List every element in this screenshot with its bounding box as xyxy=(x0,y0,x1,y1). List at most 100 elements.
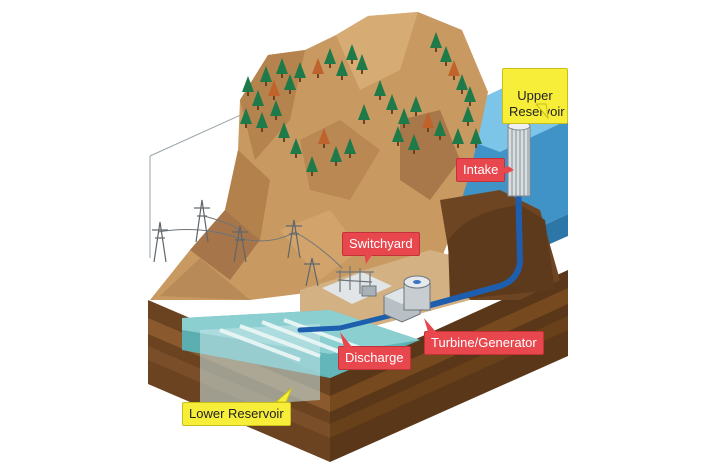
tree-trunk xyxy=(295,154,297,158)
tree xyxy=(448,60,460,76)
tree-trunk xyxy=(391,110,393,114)
tree xyxy=(330,146,342,162)
tree-trunk xyxy=(351,60,353,64)
tree xyxy=(346,44,358,60)
tree xyxy=(408,134,420,150)
tree-trunk xyxy=(265,82,267,86)
tree-trunk xyxy=(335,162,337,166)
tree xyxy=(434,120,446,136)
tree xyxy=(456,74,468,90)
upper-reservoir-label: Upper Reservoir xyxy=(502,68,568,124)
tree xyxy=(290,138,302,154)
tree-trunk xyxy=(245,124,247,128)
tree-trunk xyxy=(289,90,291,94)
upper-reservoir-text: Upper Reservoir xyxy=(509,88,565,119)
tree xyxy=(284,74,296,90)
tree-trunk xyxy=(273,96,275,100)
tree xyxy=(336,60,348,76)
tree-trunk xyxy=(257,106,259,110)
tree xyxy=(306,156,318,172)
transmission-tower-5 xyxy=(304,257,320,287)
tree-trunk xyxy=(435,48,437,52)
tree xyxy=(256,112,268,128)
tree xyxy=(242,76,254,92)
tree xyxy=(324,48,336,64)
tree xyxy=(392,126,404,142)
tree-trunk xyxy=(403,124,405,128)
tree xyxy=(278,122,290,138)
tree-trunk xyxy=(415,112,417,116)
tree-trunk xyxy=(397,142,399,146)
tree xyxy=(294,62,306,78)
forest-trees xyxy=(240,32,482,176)
mountain xyxy=(150,12,488,330)
tree-trunk xyxy=(439,136,441,140)
switchyard-text: Switchyard xyxy=(349,236,413,251)
tree-trunk xyxy=(475,144,477,148)
tree-trunk xyxy=(361,70,363,74)
tree xyxy=(398,108,410,124)
tree-trunk xyxy=(379,96,381,100)
transmission-tower-1 xyxy=(152,221,168,263)
tree xyxy=(260,66,272,82)
tree xyxy=(464,86,476,102)
tree-trunk xyxy=(427,128,429,132)
tunnel-cavern xyxy=(440,190,560,300)
tree-trunk xyxy=(323,144,325,148)
discharge-text: Discharge xyxy=(345,350,404,365)
tree xyxy=(318,128,330,144)
tree xyxy=(430,32,442,48)
tree xyxy=(268,80,280,96)
intake-tower xyxy=(507,121,531,197)
powerhouse-building xyxy=(383,275,431,323)
intake-text: Intake xyxy=(463,162,499,177)
tree-trunk xyxy=(445,62,447,66)
tree-trunk xyxy=(261,128,263,132)
tree-trunk xyxy=(281,74,283,78)
tree xyxy=(470,128,482,144)
tree-trunk xyxy=(453,76,455,80)
tree-trunk xyxy=(467,122,469,126)
penstock-pipe xyxy=(297,177,523,333)
transmission-tower-2 xyxy=(194,199,210,243)
tree xyxy=(440,46,452,62)
tree-trunk xyxy=(247,92,249,96)
tree-trunk xyxy=(329,64,331,68)
intake-label: Intake xyxy=(456,158,506,182)
tree-trunk xyxy=(349,154,351,158)
turbine-generator-text: Turbine/Generator xyxy=(431,335,537,350)
tree xyxy=(312,58,324,74)
transmission-tower-3 xyxy=(232,225,248,263)
lower-reservoir-label: Lower Reservoir xyxy=(182,402,291,426)
tree xyxy=(386,94,398,110)
tree-trunk xyxy=(317,74,319,78)
tree xyxy=(422,112,434,128)
tree xyxy=(344,138,356,154)
tree-trunk xyxy=(299,78,301,82)
tree-trunk xyxy=(413,150,415,154)
tree-trunk xyxy=(283,138,285,142)
tree-trunk xyxy=(457,144,459,148)
tree xyxy=(270,100,282,116)
switchyard-label: Switchyard xyxy=(342,232,420,256)
tree xyxy=(462,106,474,122)
tree xyxy=(240,108,252,124)
tree-trunk xyxy=(461,90,463,94)
tree xyxy=(410,96,422,112)
tree xyxy=(276,58,288,74)
tree xyxy=(356,54,368,70)
tree-trunk xyxy=(275,116,277,120)
tree-trunk xyxy=(341,76,343,80)
tree xyxy=(252,90,264,106)
lower-reservoir-text: Lower Reservoir xyxy=(189,406,284,421)
tree xyxy=(358,104,370,120)
tree-trunk xyxy=(469,102,471,106)
switchyard-equipment xyxy=(322,266,392,304)
tree-trunk xyxy=(311,172,313,176)
discharge-label: Discharge xyxy=(338,346,411,370)
tree-trunk xyxy=(363,120,365,124)
turbine-generator-label: Turbine/Generator xyxy=(424,331,544,355)
tree xyxy=(452,128,464,144)
transmission-tower-4 xyxy=(286,219,302,259)
